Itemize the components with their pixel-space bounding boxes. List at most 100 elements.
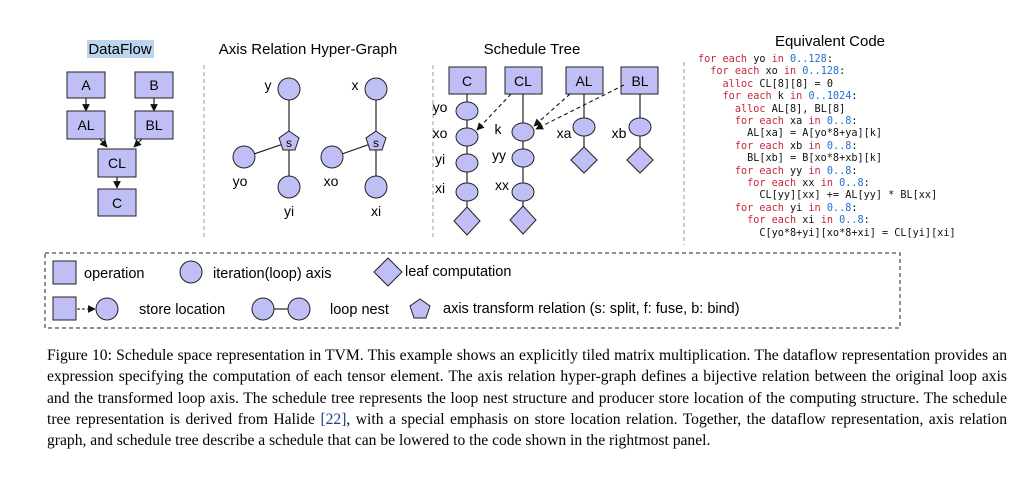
tree-axis-yo [455,101,479,121]
code-text [698,178,747,189]
code-text: C[yo*8+yi][xo*8+xi] = CL[yi][xi] [698,227,956,239]
edge-al-cl [99,138,108,148]
code-keyword: in [808,140,827,152]
split-relation-pentagon [365,130,387,151]
dataflow-node-c [97,188,137,217]
code-text: : [863,215,870,227]
code-text [698,66,710,77]
tree-op-cl [504,66,543,95]
code-keyword: for each [734,202,791,214]
code-text: : [863,178,870,190]
code-title: Equivalent Code [775,33,885,50]
code-keyword: in [783,66,803,78]
legend-nest-circle-2 [287,297,311,321]
dataflow-node-bl-label: BL [145,117,162,133]
citation-link[interactable]: [22] [320,410,347,428]
legend-store-circle [95,297,119,321]
code-text: xa [790,116,809,128]
code-number: 0..8 [826,140,852,152]
code-text: AL[8], BL[8] [771,103,846,115]
code-text: CL[yy][xx] += AL[yy] * BL[xx] [698,190,938,202]
code-keyword: alloc [722,78,760,90]
axis-label-yo: yo [233,173,248,189]
code-keyword: in [808,202,827,214]
code-text: : [851,202,858,214]
tree-axis-label-xa: xa [557,125,572,141]
tree-axis-label-yo: yo [433,99,448,115]
code-line: for each yi in 0..8: [698,203,956,215]
tree-op-al [565,66,604,95]
caption-text: Figure 10: Schedule space representation… [47,347,1007,428]
equivalent-code: for each yo in 0..128: for each xo in 0.… [698,54,956,240]
code-number: 0..1024 [808,91,852,103]
legend-store-square [52,296,77,321]
code-line: for each k in 0..1024: [698,91,956,103]
legend-relation-label: axis transform relation (s: split, f: fu… [443,301,740,317]
split-label: s [286,136,292,150]
tree-op-cl-label: CL [514,73,532,89]
dataflow-node-bl [134,110,174,140]
dataflow-title: DataFlow [88,41,152,58]
code-line: alloc AL[8], BL[8] [698,104,956,116]
code-text [698,104,735,115]
legend-nest-label: loop nest [330,302,389,318]
legend-axis-label: iteration(loop) axis [213,266,331,282]
code-text [698,215,747,226]
legend-nest-circle-1 [251,297,275,321]
code-line: alloc CL[8][8] = 0 [698,79,956,91]
code-text: : [851,140,858,152]
legend: operation iteration(loop) axis leaf comp… [44,252,901,329]
dataflow-node-a-label: A [81,77,91,93]
dataflow-node-c-label: C [112,195,122,211]
code-text: : [851,91,858,103]
legend-operation-label: operation [84,266,144,282]
axis-label-y: y [265,77,272,93]
tree-axis-label-k: k [495,121,503,137]
code-keyword: alloc [734,103,772,115]
code-keyword: for each [747,178,803,190]
axis-label-yi: yi [284,203,294,219]
axis-node-yo [232,145,256,169]
tree-op-bl [620,66,659,95]
split-label: s [373,136,379,150]
code-line: for each xa in 0..8: [698,116,956,128]
tree-axis-label-xi: xi [435,180,445,196]
tree-axis-label-xb: xb [612,125,627,141]
axis-node-yi [277,175,301,199]
tree-axis-label-yy: yy [492,147,506,163]
tree-axis-k [511,122,535,142]
code-number: 0..128 [790,54,827,65]
code-text: BL[xb] = B[xo*8+xb][k] [698,153,883,165]
tree-axis-xi [455,182,479,202]
code-keyword: in [808,116,827,128]
dataflow-node-b [134,71,174,99]
tree-leaf-al [570,146,598,174]
code-line: AL[xa] = A[yo*8+ya][k] [698,128,956,140]
code-text: k [777,91,791,103]
tree-axis-xo [455,127,479,147]
tree-axis-label-xx: xx [495,177,509,193]
axis-node-x [364,77,388,101]
code-number: 0..8 [826,165,852,177]
code-keyword: for each [747,215,803,227]
legend-leaf-diamond [373,257,403,287]
legend-relation-pentagon [409,298,431,319]
dataflow-panel: DataFlow A B AL BL CL C [66,40,174,217]
code-number: 0..8 [839,178,864,190]
code-text: yy [790,165,809,177]
code-text: AL[xa] = A[yo*8+ya][k] [698,128,883,140]
axis-graph-title: Axis Relation Hyper-Graph [219,41,397,58]
axis-graph-panel: Axis Relation Hyper-Graph s y yo yi s x … [219,41,397,219]
tree-leaf-bl [626,146,654,174]
code-line: for each xo in 0..128: [698,66,956,78]
dataflow-node-cl [97,148,137,178]
code-text [698,203,735,214]
dataflow-node-al-label: AL [77,117,94,133]
dataflow-title-highlight [87,40,154,58]
split-relation-pentagon [278,130,300,151]
code-keyword: in [790,91,809,103]
code-keyword: in [820,178,840,190]
code-text: CL[8][8] = 0 [759,78,833,90]
code-text [698,79,723,90]
code-text [698,91,723,102]
